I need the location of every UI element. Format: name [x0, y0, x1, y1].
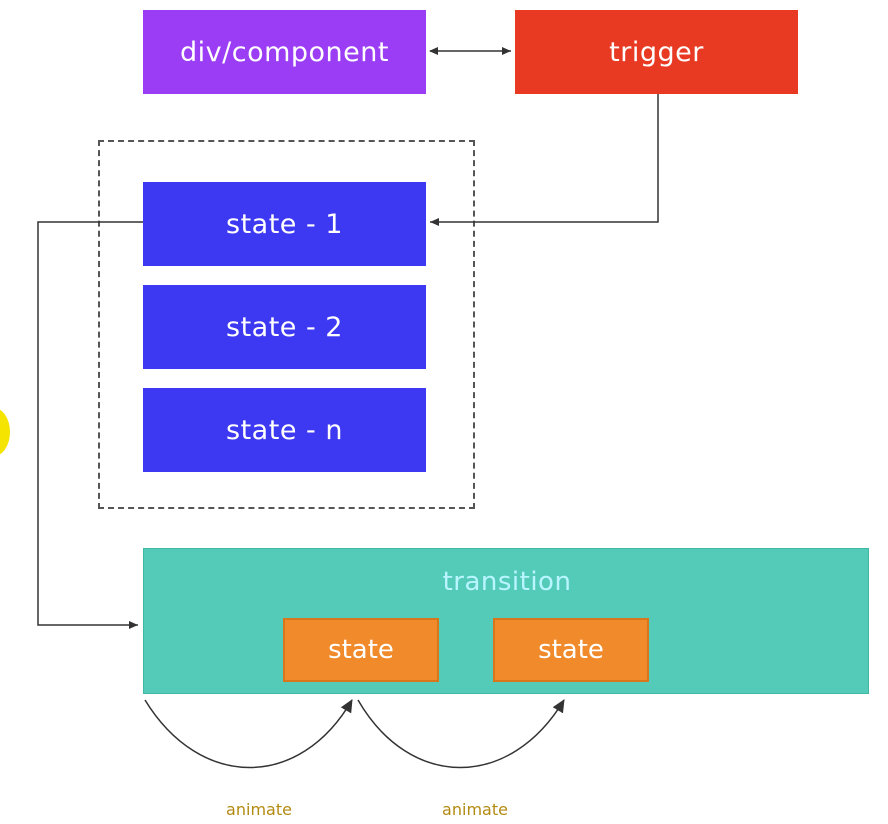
- component-node: div/component: [143, 10, 426, 94]
- state-2-label: state - 2: [226, 311, 343, 343]
- transition-state-a-label: state: [328, 635, 394, 665]
- side-marker: [0, 408, 10, 456]
- trigger-node-label: trigger: [609, 36, 704, 68]
- edge-animate-1: [144, 699, 353, 769]
- transition-state-a: state: [283, 618, 439, 682]
- animate-label-2: animate: [442, 800, 508, 819]
- state-n-node: state - n: [143, 388, 426, 472]
- state-1-node: state - 1: [143, 182, 426, 266]
- state-2-node: state - 2: [143, 285, 426, 369]
- animate-label-1: animate: [226, 800, 292, 819]
- transition-label: transition: [442, 567, 572, 597]
- component-node-label: div/component: [180, 36, 389, 68]
- transition-state-b: state: [493, 618, 649, 682]
- edge-animate-2: [357, 699, 565, 769]
- trigger-node: trigger: [515, 10, 798, 94]
- state-1-label: state - 1: [226, 208, 343, 240]
- state-n-label: state - n: [226, 414, 343, 446]
- transition-state-b-label: state: [538, 635, 604, 665]
